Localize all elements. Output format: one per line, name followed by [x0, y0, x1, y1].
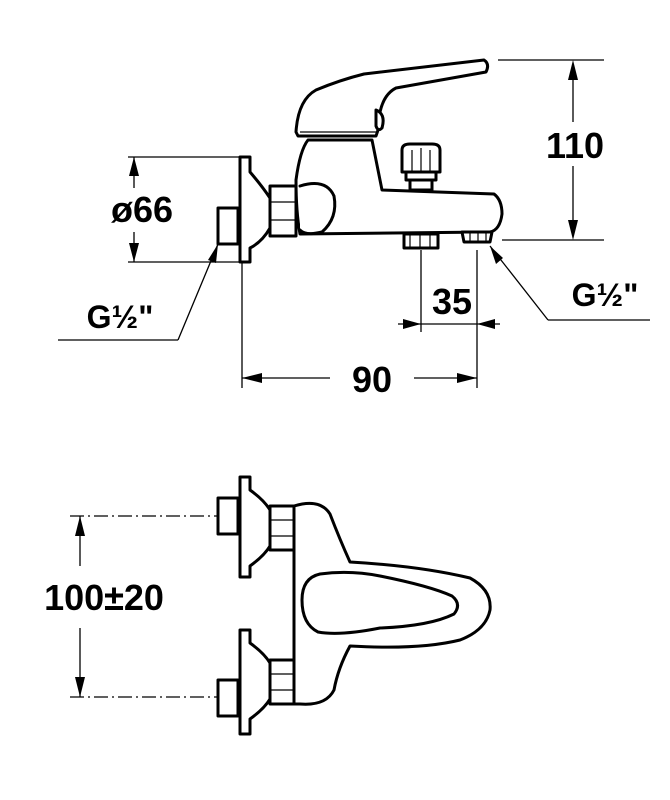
side-mixer-body: [294, 138, 504, 236]
dim-depth-90: 90: [241, 262, 478, 400]
dim-depth-text: 90: [352, 359, 392, 400]
dim-outlet-offset-text: 35: [432, 281, 472, 322]
side-shower-outlet: [402, 232, 440, 250]
dim-inlet-spacing: 100±20: [44, 515, 218, 698]
dim-height-110: 110: [498, 59, 604, 241]
side-lever-handle: [294, 58, 490, 138]
side-inlet-nut: [216, 206, 240, 246]
leader-inlet-thread: G½": [58, 243, 219, 341]
side-spout-aerator: [460, 230, 494, 244]
thread-inlet-text: G½": [87, 299, 154, 335]
top-view: 100±20: [44, 475, 492, 736]
top-upper-hex: [268, 504, 296, 552]
side-hex-coupling: [268, 184, 298, 238]
dim-outlet-offset-35: 35: [398, 250, 500, 332]
dim-diameter-text: ø66: [111, 189, 173, 230]
thread-outlet-text: G½": [572, 277, 639, 313]
side-wall-flange: [238, 155, 272, 264]
top-lever-handle: [300, 570, 459, 635]
dim-height-text: 110: [546, 125, 604, 166]
top-lower-hex: [268, 658, 296, 706]
leader-outlet-thread: G½": [489, 245, 650, 321]
side-view: 110 ø66 G½" G½": [58, 58, 650, 400]
top-upper-flange: [238, 475, 272, 579]
dim-diameter-66: ø66: [111, 156, 240, 263]
dim-inlet-spacing-text: 100±20: [44, 577, 164, 618]
top-lower-flange: [238, 628, 272, 736]
top-lower-inlet-nut: [216, 678, 240, 718]
top-upper-inlet-nut: [216, 496, 240, 536]
